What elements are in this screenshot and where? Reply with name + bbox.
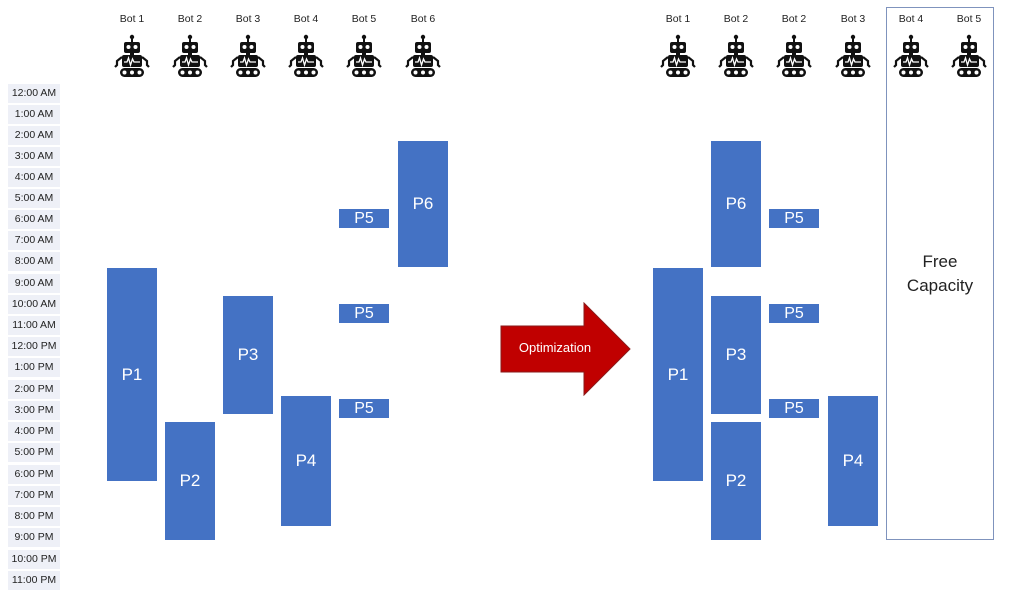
process-block-p5: P5	[339, 399, 389, 418]
time-label: 5:00 AM	[8, 189, 60, 208]
robot-icon	[346, 34, 382, 78]
process-block-p3: P3	[223, 296, 273, 414]
time-label: 8:00 AM	[8, 252, 60, 271]
robot-icon	[114, 34, 150, 78]
time-label: 7:00 AM	[8, 231, 60, 250]
process-block-p6: P6	[398, 141, 448, 267]
process-block-p5: P5	[339, 209, 389, 228]
bot-label: Bot 3	[840, 13, 866, 25]
process-block-p2: P2	[711, 422, 761, 540]
robot-icon	[718, 34, 754, 78]
process-block-p5: P5	[769, 304, 819, 323]
process-block-p3: P3	[711, 296, 761, 414]
time-label: 8:00 PM	[8, 507, 60, 526]
bot-label: Bot 2	[723, 13, 749, 25]
robot-icon	[172, 34, 208, 78]
time-label: 12:00 AM	[8, 84, 60, 103]
process-block-p2: P2	[165, 422, 215, 540]
bot-label: Bot 3	[235, 13, 261, 25]
time-label: 4:00 PM	[8, 422, 60, 441]
time-label: 10:00 AM	[8, 295, 60, 314]
time-label: 2:00 PM	[8, 380, 60, 399]
time-label: 2:00 AM	[8, 126, 60, 145]
time-label: 1:00 PM	[8, 358, 60, 377]
time-label: 12:00 PM	[8, 337, 60, 356]
free-capacity-line2: Capacity	[906, 276, 974, 295]
time-label: 3:00 AM	[8, 147, 60, 166]
optimization-label: Optimization	[518, 340, 592, 355]
robot-icon	[288, 34, 324, 78]
arrow-icon	[500, 302, 631, 396]
bot-label: Bot 5	[956, 13, 982, 25]
bot-label: Bot 5	[351, 13, 377, 25]
time-label: 10:00 PM	[8, 550, 60, 569]
free-capacity-line1: Free	[922, 252, 958, 271]
bot-label: Bot 1	[119, 13, 145, 25]
process-block-p1: P1	[653, 268, 703, 481]
bot-label: Bot 4	[898, 13, 924, 25]
bot-label: Bot 6	[410, 13, 436, 25]
bot-label: Bot 1	[665, 13, 691, 25]
time-label: 5:00 PM	[8, 443, 60, 462]
time-label: 1:00 AM	[8, 105, 60, 124]
process-block-p6: P6	[711, 141, 761, 267]
free-capacity-box	[886, 7, 994, 540]
time-label: 3:00 PM	[8, 401, 60, 420]
time-label: 9:00 PM	[8, 528, 60, 547]
process-block-p5: P5	[769, 399, 819, 418]
robot-icon	[776, 34, 812, 78]
time-label: 6:00 AM	[8, 210, 60, 229]
time-label: 9:00 AM	[8, 274, 60, 293]
process-block-p4: P4	[281, 396, 331, 526]
robot-icon	[835, 34, 871, 78]
free-capacity-label: Free Capacity	[886, 250, 994, 298]
bot-label: Bot 2	[177, 13, 203, 25]
bot-label: Bot 4	[293, 13, 319, 25]
robot-icon	[660, 34, 696, 78]
process-block-p1: P1	[107, 268, 157, 481]
process-block-p5: P5	[339, 304, 389, 323]
robot-icon	[405, 34, 441, 78]
process-block-p4: P4	[828, 396, 878, 526]
robot-icon	[230, 34, 266, 78]
time-label: 7:00 PM	[8, 486, 60, 505]
process-block-p5: P5	[769, 209, 819, 228]
bot-label: Bot 2	[781, 13, 807, 25]
time-label: 11:00 AM	[8, 316, 60, 335]
time-label: 6:00 PM	[8, 465, 60, 484]
time-label: 4:00 AM	[8, 168, 60, 187]
time-label: 11:00 PM	[8, 571, 60, 590]
